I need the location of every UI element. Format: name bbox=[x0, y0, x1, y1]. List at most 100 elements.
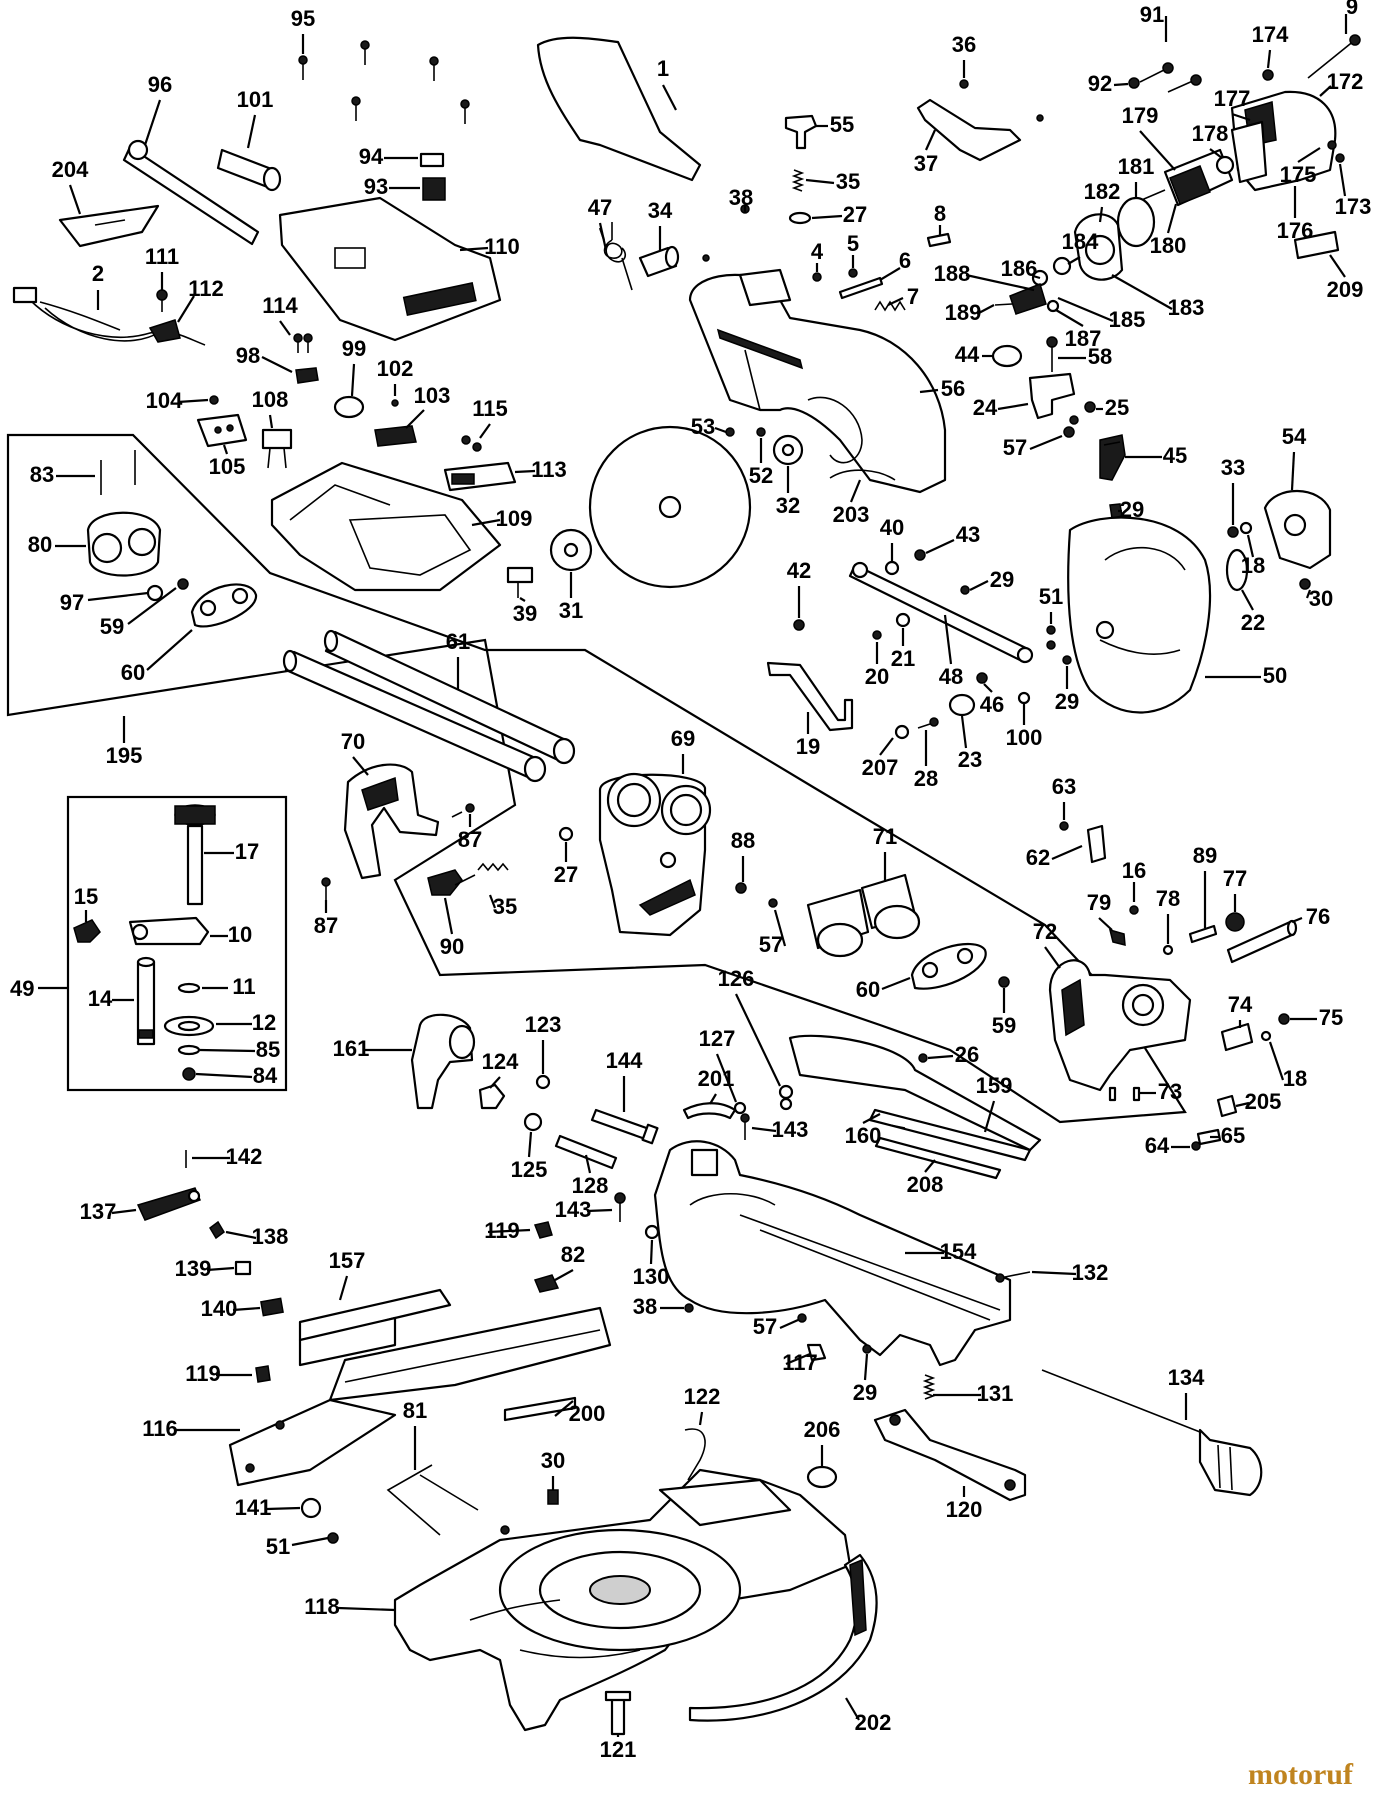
washer-27a bbox=[788, 211, 812, 225]
washer-18b bbox=[1260, 1030, 1272, 1042]
knob-45 bbox=[1099, 434, 1126, 481]
screw-26 bbox=[918, 1053, 928, 1063]
nut-124 bbox=[478, 1083, 506, 1110]
pin-89 bbox=[1188, 924, 1218, 944]
callout-121: 121 bbox=[600, 1737, 637, 1762]
washer-125 bbox=[523, 1112, 543, 1132]
callout-143: 143 bbox=[772, 1117, 809, 1142]
lever-137 bbox=[136, 1187, 201, 1221]
callout-47: 47 bbox=[588, 195, 612, 220]
callout-27: 27 bbox=[843, 202, 867, 227]
callout-17: 17 bbox=[235, 839, 259, 864]
rails-61 bbox=[282, 629, 576, 783]
pin-102 bbox=[391, 399, 399, 407]
spacer-23 bbox=[948, 693, 976, 717]
callout-185: 185 bbox=[1109, 307, 1146, 332]
callout-36: 36 bbox=[952, 32, 976, 57]
callout-207: 207 bbox=[862, 755, 899, 780]
callout-60: 60 bbox=[121, 660, 145, 685]
screw-174 bbox=[1262, 69, 1274, 81]
bushings-71 bbox=[806, 873, 921, 958]
screw-64 bbox=[1191, 1141, 1201, 1151]
callout-90: 90 bbox=[440, 934, 464, 959]
washer-18a bbox=[1239, 521, 1253, 535]
bushing-99 bbox=[333, 395, 365, 419]
group-195-outline bbox=[6, 433, 1187, 1124]
rod-134 bbox=[1041, 1369, 1201, 1433]
callout-42: 42 bbox=[787, 558, 811, 583]
screw-88 bbox=[735, 882, 747, 894]
fence-200 bbox=[328, 1306, 612, 1402]
switch-cap-94 bbox=[419, 152, 445, 168]
label-206 bbox=[806, 1465, 838, 1489]
callout-53: 53 bbox=[691, 414, 715, 439]
callout-28: 28 bbox=[914, 766, 938, 791]
callout-159: 159 bbox=[976, 1073, 1013, 1098]
callout-70: 70 bbox=[341, 729, 365, 754]
callout-96: 96 bbox=[148, 72, 172, 97]
ring-22 bbox=[1225, 548, 1249, 592]
callout-186: 186 bbox=[1001, 256, 1038, 281]
callout-6: 6 bbox=[899, 248, 911, 273]
callout-206: 206 bbox=[804, 1417, 841, 1442]
callout-110: 110 bbox=[484, 234, 520, 259]
callout-161: 161 bbox=[333, 1036, 370, 1061]
callout-78: 78 bbox=[1156, 886, 1180, 911]
screw-84 bbox=[182, 1067, 196, 1081]
callout-144: 144 bbox=[606, 1048, 643, 1073]
callout-59: 59 bbox=[992, 1013, 1016, 1038]
lever-120 bbox=[873, 1408, 1027, 1502]
ring-181 bbox=[1116, 196, 1156, 248]
callout-134: 134 bbox=[1168, 1365, 1205, 1390]
screw-8 bbox=[926, 232, 952, 248]
strip-208 bbox=[874, 1136, 1002, 1180]
callout-35: 35 bbox=[836, 169, 860, 194]
top-cover-110 bbox=[278, 196, 502, 342]
label-205 bbox=[1216, 1094, 1238, 1118]
callout-128: 128 bbox=[572, 1173, 609, 1198]
screw-119b bbox=[255, 1365, 271, 1383]
callout-123: 123 bbox=[525, 1012, 562, 1037]
callout-72: 72 bbox=[1033, 919, 1057, 944]
bolt-121 bbox=[604, 1690, 632, 1736]
washer-187 bbox=[1046, 299, 1060, 313]
bracket-24 bbox=[1028, 372, 1076, 420]
callout-92: 92 bbox=[1088, 71, 1112, 96]
screw-53 bbox=[725, 427, 735, 437]
callout-157: 157 bbox=[329, 1248, 366, 1273]
screw-29b bbox=[960, 585, 970, 595]
callout-137: 137 bbox=[80, 1199, 117, 1224]
callout-94: 94 bbox=[359, 144, 384, 169]
group-label-49: 49 bbox=[10, 976, 34, 1001]
callout-37: 37 bbox=[914, 151, 938, 176]
washer-97 bbox=[146, 584, 164, 602]
callout-109: 109 bbox=[496, 506, 533, 531]
circuit-board-105 bbox=[196, 413, 248, 448]
callout-85: 85 bbox=[256, 1037, 280, 1062]
callout-51: 51 bbox=[266, 1534, 290, 1559]
screw-119a bbox=[533, 1221, 553, 1239]
callout-142: 142 bbox=[226, 1144, 263, 1169]
saw-blade bbox=[588, 425, 752, 589]
callout-33: 33 bbox=[1221, 455, 1245, 480]
callout-143: 143 bbox=[555, 1197, 592, 1222]
callout-88: 88 bbox=[731, 828, 755, 853]
wire-122 bbox=[684, 1428, 706, 1481]
callout-18: 18 bbox=[1283, 1066, 1307, 1091]
plate-140 bbox=[260, 1297, 284, 1317]
screws-115 bbox=[461, 435, 471, 445]
callout-174: 174 bbox=[1252, 22, 1289, 47]
callout-116: 116 bbox=[142, 1416, 178, 1441]
nut-130 bbox=[644, 1224, 660, 1240]
lower-guard-50 bbox=[1067, 516, 1212, 714]
callout-87: 87 bbox=[458, 827, 482, 852]
screw-51a bbox=[1046, 625, 1056, 635]
callout-21: 21 bbox=[891, 646, 915, 671]
callout-89: 89 bbox=[1193, 843, 1217, 868]
callout-140: 140 bbox=[201, 1296, 238, 1321]
callout-31: 31 bbox=[559, 598, 583, 623]
callout-178: 178 bbox=[1192, 121, 1229, 146]
spring-7 bbox=[874, 300, 906, 312]
bracket-37 bbox=[916, 98, 1022, 162]
callout-29: 29 bbox=[990, 567, 1014, 592]
